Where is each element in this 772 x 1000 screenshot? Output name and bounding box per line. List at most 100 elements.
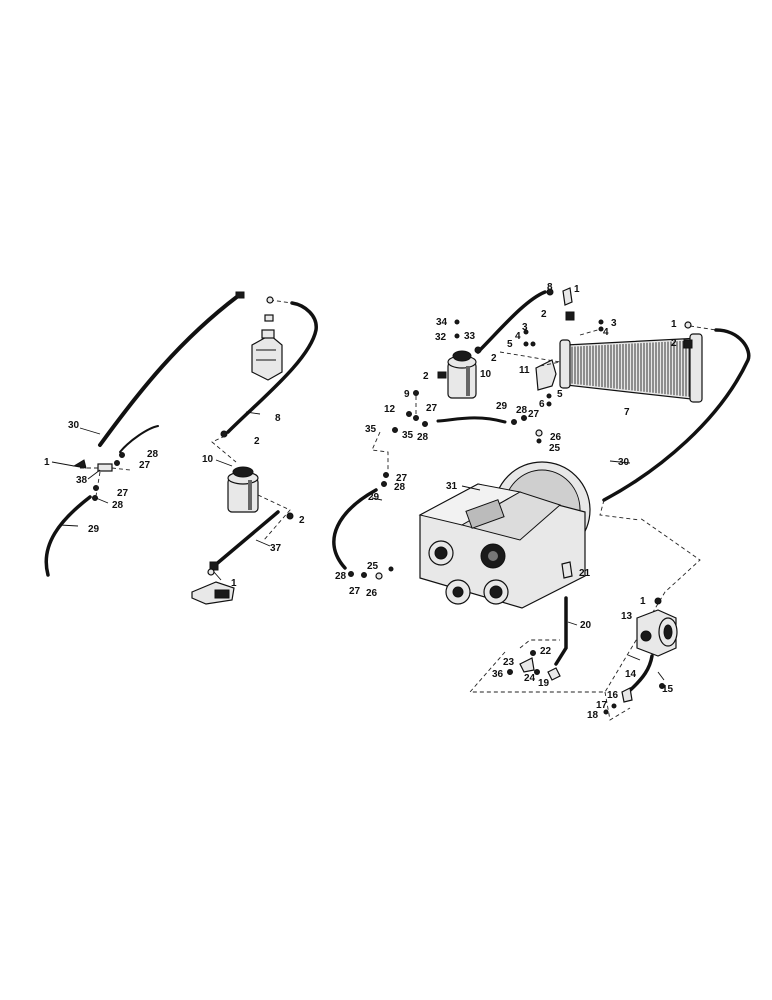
- label-11: 11: [519, 365, 530, 376]
- label-29: 29: [88, 524, 100, 535]
- label-34: 34: [436, 317, 448, 328]
- fitting-23: [519, 657, 535, 673]
- label-27: 27: [528, 409, 540, 420]
- label-36: 36: [492, 669, 504, 680]
- fitting-18: [603, 709, 609, 715]
- label-33: 33: [464, 331, 476, 342]
- label-28: 28: [516, 405, 528, 416]
- label-23: 23: [503, 657, 515, 668]
- label-17: 17: [596, 700, 608, 711]
- dash-bracket: [499, 351, 561, 367]
- fitting-28-center: [422, 421, 428, 427]
- dash-filter-left-2: [257, 494, 291, 541]
- hose-29-center: [436, 416, 507, 424]
- label-32: 32: [435, 332, 447, 343]
- label-29: 29: [368, 492, 380, 503]
- fitting-28-bottom: [348, 571, 354, 577]
- dash-pump: [604, 691, 631, 721]
- label-27: 27: [349, 586, 361, 597]
- label-4: 4: [603, 327, 609, 338]
- label-8: 8: [275, 413, 281, 424]
- label-2: 2: [541, 309, 547, 320]
- dash-right-cooler: [689, 325, 717, 331]
- label-2: 2: [491, 353, 497, 364]
- label-9: 9: [404, 389, 410, 400]
- fitting-27-center: [413, 415, 419, 421]
- fitting-8-center: [546, 288, 554, 296]
- hose-29-lower: [332, 488, 378, 570]
- lower-pipe-assembly: [469, 517, 701, 693]
- hose-29-left-upper: [119, 425, 159, 453]
- label-35: 35: [365, 424, 377, 435]
- fitting-12: [406, 411, 412, 417]
- bolt-3-right: [598, 319, 604, 325]
- nut-28-left-lower: [92, 495, 98, 501]
- label-8: 8: [547, 282, 553, 293]
- adapter-2-center-left: [474, 346, 482, 354]
- fitting-26-top: [535, 429, 543, 437]
- hose-30-left: [98, 294, 240, 447]
- adapter-2-left: [220, 430, 228, 438]
- label-30: 30: [68, 420, 80, 431]
- label-24: 24: [524, 673, 536, 684]
- label-2: 2: [423, 371, 429, 382]
- fitting-16: [621, 687, 633, 703]
- fitting-17: [611, 703, 617, 709]
- label-5: 5: [557, 389, 563, 400]
- label-28: 28: [417, 432, 429, 443]
- adapter-2-top: [264, 314, 274, 322]
- filter-head-left: [251, 329, 283, 381]
- fitting-24: [534, 669, 540, 675]
- label-2: 2: [671, 338, 677, 349]
- adapter-2-left-lower: [286, 512, 294, 520]
- fitting-1-pump: [654, 597, 662, 605]
- label-4: 4: [515, 331, 521, 342]
- elbow-fitting-1-bottom: [207, 568, 215, 576]
- label-5: 5: [507, 339, 513, 350]
- adapter-2-center: [565, 311, 575, 321]
- label-7: 7: [624, 407, 630, 418]
- left-assembly-dash-lines: [80, 467, 131, 497]
- hose-14: [626, 654, 654, 694]
- dash-cooler-bolts: [579, 328, 602, 336]
- label-10: 10: [202, 454, 214, 465]
- label-35: 35: [402, 430, 414, 441]
- label-22: 22: [540, 646, 552, 657]
- label-25: 25: [549, 443, 561, 454]
- elbow-fitting-1-center: [562, 287, 573, 306]
- oil-cooler-7: [559, 333, 703, 403]
- label-38: 38: [76, 475, 88, 486]
- bracket-11: [535, 359, 557, 391]
- fitting-19: [547, 667, 561, 681]
- fitting-27-lower: [383, 472, 389, 478]
- label-13: 13: [621, 611, 633, 622]
- hose-29-left: [44, 495, 92, 577]
- label-28: 28: [335, 571, 347, 582]
- fitting-25-bottom: [388, 566, 394, 572]
- label-28: 28: [394, 482, 406, 493]
- washer-4-left: [523, 341, 529, 347]
- label-20: 20: [580, 620, 592, 631]
- fitting-22: [530, 650, 536, 656]
- dash-filter-left: [211, 435, 237, 463]
- label-21: 21: [579, 568, 591, 579]
- nut-5-right: [546, 393, 552, 399]
- fitting-28-lower: [381, 481, 387, 487]
- label-3: 3: [611, 318, 617, 329]
- label-27: 27: [139, 460, 151, 471]
- label-37: 37: [270, 543, 282, 554]
- bolt-34: [454, 319, 460, 325]
- dash-hose-30: [599, 499, 641, 521]
- elbow-21: [561, 561, 573, 579]
- fitting-15: [659, 683, 665, 689]
- center-lines: [332, 411, 543, 580]
- oil-filter-10-center: [447, 350, 477, 399]
- label-25: 25: [367, 561, 379, 572]
- fitting-36: [507, 669, 513, 675]
- hose-30-left-fitting: [235, 291, 245, 299]
- hose-37: [212, 510, 280, 568]
- label-1: 1: [671, 319, 677, 330]
- label-2: 2: [254, 436, 260, 447]
- adapter-2-right: [683, 339, 693, 349]
